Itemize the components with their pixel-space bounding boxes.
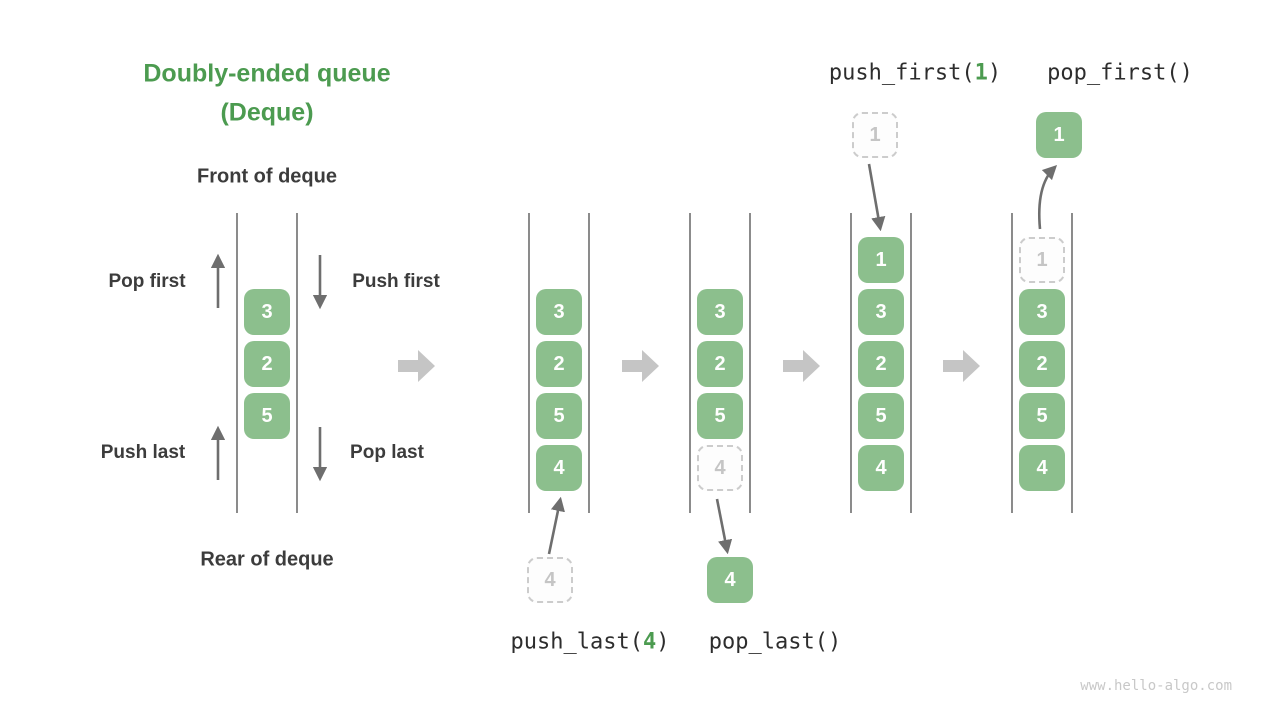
diagram-title-line1: Doubly-ended queue [143,59,391,88]
queue-cell: 4 [1019,445,1065,491]
step-arrow-icon [398,350,435,382]
queue-cell: 5 [697,393,743,439]
op-arg: 1 [974,60,988,86]
op-arg: 4 [642,629,657,655]
queue-cell: 1 [1019,237,1065,283]
pop-first-call-label: pop_first() [1047,60,1193,86]
pop-last-result-value: 4 [707,557,753,603]
op-name: push_first( [828,60,975,86]
queue-cell: 2 [858,341,904,387]
queue-cell: 3 [536,289,582,335]
op-close: ) [987,60,1002,86]
queue-cell: 4 [858,445,904,491]
pop-first-result-value: 1 [1036,112,1082,158]
queue-cell: 2 [697,341,743,387]
queue-cell: 4 [697,445,743,491]
push-last-incoming-value: 4 [527,557,573,603]
push-last-move-arrow-icon [547,496,565,555]
queue-cell: 3 [1019,289,1065,335]
pop-first-move-arrow-icon [1038,164,1058,230]
diagram-title-line2: (Deque) [220,98,314,127]
queue-cell: 5 [1019,393,1065,439]
queue-cell: 4 [536,445,582,491]
queue-cell: 3 [858,289,904,335]
step-arrow-icon [783,350,820,382]
push-first-label: Push first [352,271,440,292]
watermark: www.hello-algo.com [1080,678,1232,694]
queue-cell: 3 [244,289,290,335]
pop-last-call-label: pop_last() [708,629,842,655]
queue-cell: 5 [858,393,904,439]
push-first-incoming-value: 1 [852,112,898,158]
queue-cell: 2 [244,341,290,387]
queue-cell: 2 [1019,341,1065,387]
queue-channel-lines [236,213,1073,513]
queue-cell: 3 [697,289,743,335]
push-first-move-arrow-icon [867,163,886,232]
queue-cell: 1 [858,237,904,283]
step-arrow-icon [943,350,980,382]
push-last-call-label: push_last(4) [511,630,670,655]
step-arrow-icon [622,350,659,382]
front-of-deque-label: Front of deque [197,165,337,188]
op-name: push_last( [510,629,643,655]
pop-last-move-arrow-icon [715,498,733,555]
push-first-call-label: push_first(1) [829,61,1001,86]
op-close: ) [656,629,670,655]
queue-cell: 5 [536,393,582,439]
pop-last-label: Pop last [350,442,424,463]
push-last-label: Push last [100,442,186,463]
pop-first-label: Pop first [108,271,186,292]
queue-cell: 5 [244,393,290,439]
queue-cell: 2 [536,341,582,387]
rear-of-deque-label: Rear of deque [200,548,334,571]
